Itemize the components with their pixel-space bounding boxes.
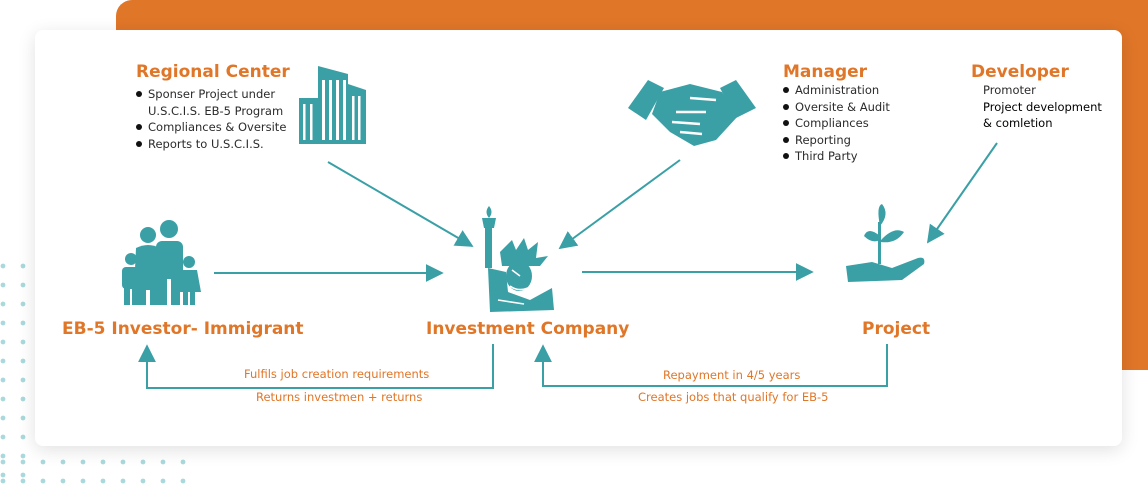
flow-label-investor-bottom: Returns investmen + returns [256,390,423,404]
developer-title: Developer [971,62,1069,82]
decorative-dot [100,459,106,465]
building-icon [299,66,366,144]
arrow-project-to-company [534,344,888,387]
decorative-dot [180,478,186,484]
manager-item: Third Party [783,148,890,165]
regional-center-item: Compliances & Oversite [136,119,286,136]
decorative-dot [140,459,146,465]
decorative-dot [20,472,26,478]
arrow-developer-to-project [926,142,998,244]
decorative-dot [60,459,66,465]
decorative-dot [0,459,6,465]
decorative-dot [0,263,6,269]
decorative-dot [20,434,26,440]
decorative-dot [0,415,6,421]
decorative-dot [20,453,26,459]
flow-label-investor-top: Fulfils job creation requirements [244,367,430,381]
decorative-dot [20,459,26,465]
decorative-dot [80,459,86,465]
decorative-dot [80,478,86,484]
developer-line: & comletion [983,116,1053,130]
regional-center-title: Regional Center [136,62,290,82]
decorative-dot [40,459,46,465]
decorative-dot [60,478,66,484]
decorative-dot [0,339,6,345]
regional-center-item: Reports to U.S.C.I.S. [136,136,286,153]
arrow-manager-to-company [558,159,681,250]
family-icon [122,220,201,305]
decorative-dot [120,478,126,484]
plant-in-hand-icon [846,204,925,282]
decorative-dot [20,377,26,383]
decorative-dot [0,453,6,459]
decorative-dot [20,263,26,269]
decorative-dot [0,472,6,478]
decorative-dot [0,320,6,326]
developer-list: Promoter Project development & comletion [983,82,1102,132]
decorative-dot [0,434,6,440]
manager-list: Administration Oversite & Audit Complian… [783,82,890,165]
decorative-dot [20,282,26,288]
decorative-dot [100,478,106,484]
manager-item: Reporting [783,132,890,149]
handshake-icon [628,80,756,146]
investor-title: EB-5 Investor- Immigrant [62,319,304,339]
decorative-dot [20,415,26,421]
decorative-dot [0,377,6,383]
manager-item: Oversite & Audit [783,99,890,116]
decorative-dot [20,478,26,484]
dot-grid-decoration [0,263,186,484]
decorative-dot [0,396,6,402]
decorative-dot [160,459,166,465]
manager-item: Administration [783,82,890,99]
decorative-dot [140,478,146,484]
project-title: Project [862,319,931,339]
arrow-company-to-investor [138,344,494,389]
arrow-regional-to-company [327,161,474,247]
statue-of-liberty-icon [482,206,554,312]
decorative-dot [120,459,126,465]
decorative-dot [20,339,26,345]
decorative-dot [0,301,6,307]
decorative-dot [0,358,6,364]
developer-line: Promoter [983,83,1036,97]
decorative-dot [20,301,26,307]
decorative-dot [20,320,26,326]
developer-line: Project development [983,99,1102,114]
company-title: Investment Company [426,319,630,339]
decorative-dot [20,396,26,402]
decorative-dot [20,358,26,364]
decorative-dot [0,282,6,288]
flow-label-project-bottom: Creates jobs that qualify for EB-5 [638,390,829,404]
flow-label-project-top: Repayment in 4/5 years [663,368,801,382]
decorative-dot [0,478,6,484]
decorative-dot [160,478,166,484]
manager-title: Manager [783,62,868,82]
decorative-dot [180,459,186,465]
manager-item: Compliances [783,115,890,132]
decorative-dot [40,478,46,484]
